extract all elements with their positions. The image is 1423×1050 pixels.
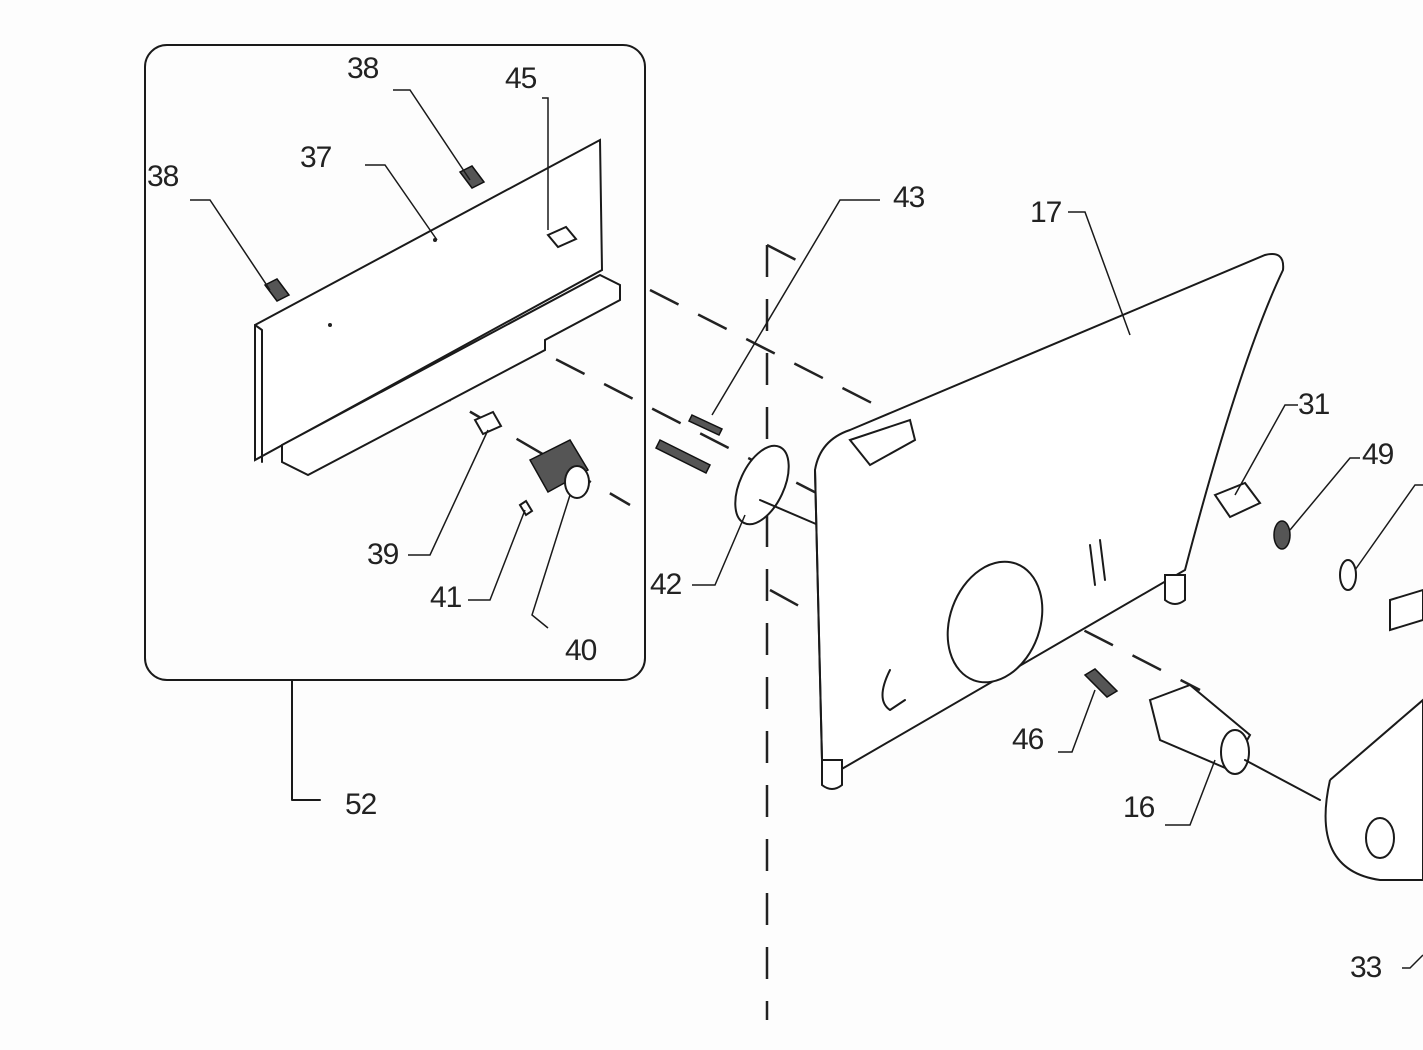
- callout-46: 46: [1012, 723, 1044, 756]
- assembly-52-box: [144, 44, 646, 681]
- callout-37: 37: [300, 141, 332, 174]
- callout-41: 41: [430, 581, 462, 614]
- callout-38-top: 38: [347, 52, 379, 85]
- callout-40: 40: [565, 634, 597, 667]
- callout-33: 33: [1350, 951, 1382, 984]
- callout-38-left: 38: [147, 160, 179, 193]
- knob-assembly: [473, 410, 590, 517]
- callout-52: 52: [345, 788, 377, 821]
- callout-39: 39: [367, 538, 399, 571]
- assembly-52-leader: [291, 679, 321, 801]
- callout-17: 17: [1030, 196, 1062, 229]
- callout-31: 31: [1298, 388, 1330, 421]
- callout-49: 49: [1362, 438, 1394, 471]
- callout-16: 16: [1123, 791, 1155, 824]
- right-side-parts: [1083, 481, 1423, 881]
- part-17-bracket: [813, 253, 1285, 790]
- callout-42: 42: [650, 568, 682, 601]
- screws-38-45: [263, 165, 578, 302]
- part-37-plate: [254, 138, 621, 477]
- callout-45: 45: [505, 62, 537, 95]
- callout-43: 43: [893, 181, 925, 214]
- leader-lines: [190, 89, 1423, 969]
- part-42-flange: [654, 414, 831, 531]
